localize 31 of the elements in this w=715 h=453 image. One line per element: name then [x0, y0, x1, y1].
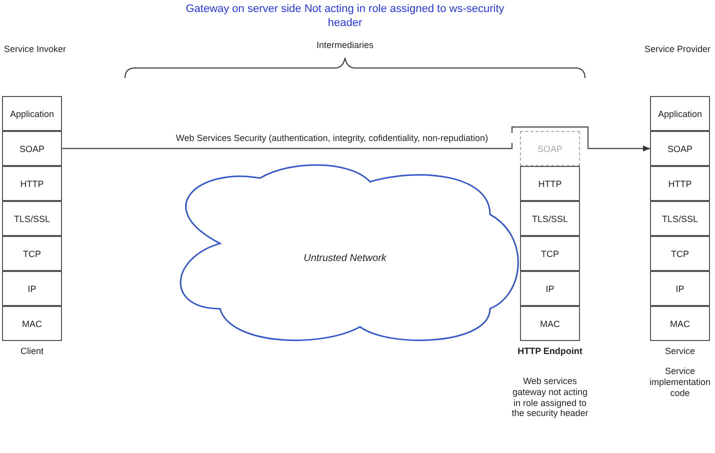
protocol-layer-box: HTTP	[520, 166, 580, 201]
protocol-layer-box: IP	[520, 271, 580, 306]
cloud-label: Untrusted Network	[302, 252, 388, 264]
stack-heading: Service Invoker	[2, 44, 68, 55]
protocol-layer-box: Application	[2, 96, 62, 131]
protocol-layer-box: SOAP	[650, 131, 710, 166]
protocol-layer-box: HTTP	[650, 166, 710, 201]
arrow	[62, 126, 650, 152]
stack-note: Web services gateway not acting in role assigned to the security header	[510, 376, 590, 420]
stack-caption: Client	[19, 346, 44, 357]
protocol-layer-box: MAC	[650, 306, 710, 341]
cloud-shape	[180, 164, 519, 342]
protocol-layer-box: Application	[650, 96, 710, 131]
stack-heading: Service Provider	[643, 44, 712, 55]
stack-caption: HTTP Endpoint	[516, 346, 584, 357]
protocol-layer-box: TCP	[2, 236, 62, 271]
protocol-layer-box: TCP	[520, 236, 580, 271]
protocol-layer-box: SOAP	[2, 131, 62, 166]
bracket-label: Intermediaries	[315, 40, 375, 51]
protocol-layer-box: IP	[2, 271, 62, 306]
stack-caption: Service	[664, 346, 696, 357]
protocol-layer-box: HTTP	[2, 166, 62, 201]
diagram-title: Gateway on server side Not acting in role assigned to ws-security header	[184, 2, 506, 31]
protocol-layer-box: TCP	[650, 236, 710, 271]
stack-note: Service implementation code	[648, 366, 712, 398]
protocol-layer-box: MAC	[2, 306, 62, 341]
protocol-layer-box: IP	[650, 271, 710, 306]
protocol-layer-box: TLS/SSL	[650, 201, 710, 236]
protocol-layer-box: TLS/SSL	[2, 201, 62, 236]
protocol-layer-box: MAC	[520, 306, 580, 341]
protocol-layer-box: TLS/SSL	[520, 201, 580, 236]
